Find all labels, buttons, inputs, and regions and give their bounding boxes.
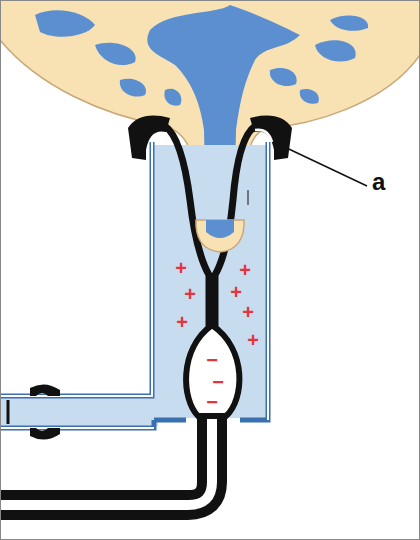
callout-letter: a <box>372 170 385 194</box>
liner-lip <box>128 116 170 160</box>
milk-alveoli <box>315 40 356 61</box>
milk-alveoli <box>330 16 368 31</box>
milk-channel <box>206 220 234 238</box>
tube-clamp <box>30 384 60 439</box>
liner-lip <box>250 116 292 160</box>
vacuum-sign: − <box>212 372 224 392</box>
milk-alveoli <box>95 43 136 65</box>
leader-line <box>274 142 367 186</box>
pressure-sign: + <box>175 258 187 278</box>
milk-alveoli <box>270 68 297 86</box>
pressure-sign: + <box>247 330 259 350</box>
pulse-tube <box>0 398 158 426</box>
milk-alveoli <box>35 10 95 36</box>
vacuum-sign: − <box>206 350 218 370</box>
milk-tube <box>0 412 212 505</box>
liner-bulge <box>186 325 239 416</box>
tube-end <box>7 400 10 424</box>
pressure-sign: + <box>176 312 188 332</box>
milk-alveoli <box>120 79 146 97</box>
pressure-sign: + <box>242 302 254 322</box>
teat-tip <box>196 220 244 252</box>
milk-alveoli <box>164 89 181 106</box>
pressure-sign: + <box>239 260 251 280</box>
leader-line <box>248 190 249 205</box>
milk-alveoli <box>300 89 319 104</box>
pressure-sign: + <box>230 282 242 302</box>
milk-tube <box>0 412 212 505</box>
liner-ring <box>255 130 272 142</box>
vacuum-sign: − <box>206 392 218 412</box>
pressure-sign: + <box>184 284 196 304</box>
